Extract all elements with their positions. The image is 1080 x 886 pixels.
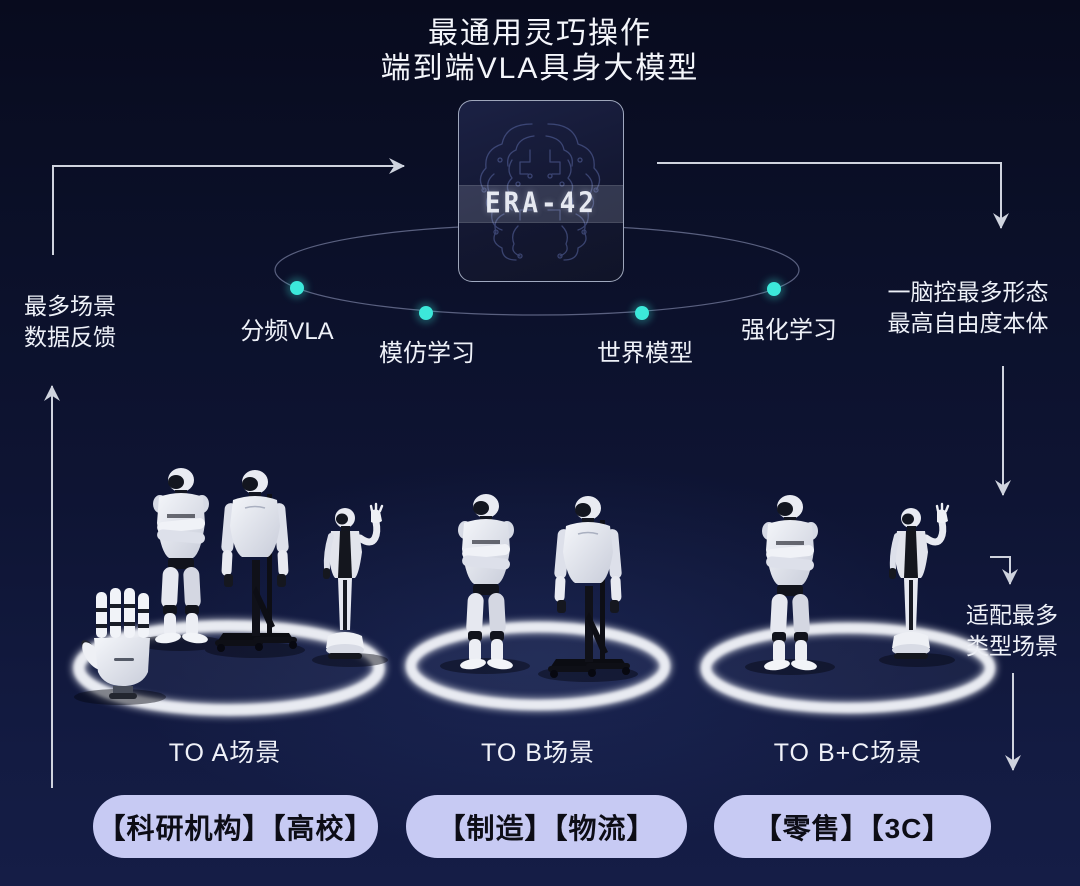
scene-tag-retail-3c: 【零售】【3C】 bbox=[714, 795, 991, 858]
platform-ring-1 bbox=[73, 620, 385, 716]
orbit-node-dots bbox=[286, 277, 785, 324]
scene-label-to-b: TO B场景 bbox=[481, 739, 595, 767]
callout-line: 适配最多 bbox=[966, 602, 1058, 628]
orbit-label-vla: 分频VLA bbox=[240, 318, 334, 345]
callout-adapt-scenes: 适配最多 类型场景 bbox=[966, 600, 1058, 662]
callout-line: 一脑控最多形态 bbox=[887, 279, 1049, 305]
right-small-elbow-arrow bbox=[990, 556, 1018, 585]
orbit-dot-4 bbox=[767, 282, 781, 296]
orbit-dot-2 bbox=[419, 306, 433, 320]
callout-one-brain: 一脑控最多形态 最高自由度本体 bbox=[888, 277, 1049, 339]
callout-data-feedback: 最多场景 数据反馈 bbox=[24, 291, 116, 353]
title-line-1: 最通用灵巧操作 bbox=[428, 17, 652, 50]
connector-arrows bbox=[44, 158, 1021, 788]
left-elbow-arrow bbox=[52, 158, 405, 255]
era42-model-card: ERA-42 bbox=[458, 100, 624, 282]
platform-ring-3 bbox=[701, 623, 995, 713]
orbit-label-world-model: 世界模型 bbox=[597, 340, 693, 367]
logo-band: ERA-42 bbox=[459, 185, 623, 223]
orbit-dot-3 bbox=[635, 306, 649, 320]
orbit-label-rl: 强化学习 bbox=[741, 317, 837, 344]
callout-line: 最高自由度本体 bbox=[887, 310, 1049, 336]
orbit-dot-1 bbox=[290, 281, 304, 295]
humanoid-robot-illustration bbox=[153, 468, 209, 645]
scene-label-to-bc: TO B+C场景 bbox=[773, 739, 923, 767]
platform-ring-2 bbox=[406, 622, 670, 710]
title-line-2: 端到端VLA具身大模型 bbox=[380, 52, 700, 85]
orbit-label-imitation: 模仿学习 bbox=[379, 340, 475, 367]
page-title: 最通用灵巧操作 端到端VLA具身大模型 bbox=[0, 16, 1080, 86]
callout-line: 最多场景 bbox=[24, 293, 116, 319]
era42-logo: ERA-42 bbox=[485, 187, 597, 221]
right-elbow-arrow bbox=[657, 162, 1009, 229]
callout-line: 数据反馈 bbox=[24, 324, 116, 350]
scene-label-to-a: TO A场景 bbox=[168, 739, 282, 767]
scene-tag-research-universities: 【科研机构】【高校】 bbox=[93, 795, 378, 858]
scene-tag-manufacturing-logistics: 【制造】【物流】 bbox=[406, 795, 687, 858]
waving-robot-illustration bbox=[323, 504, 382, 659]
